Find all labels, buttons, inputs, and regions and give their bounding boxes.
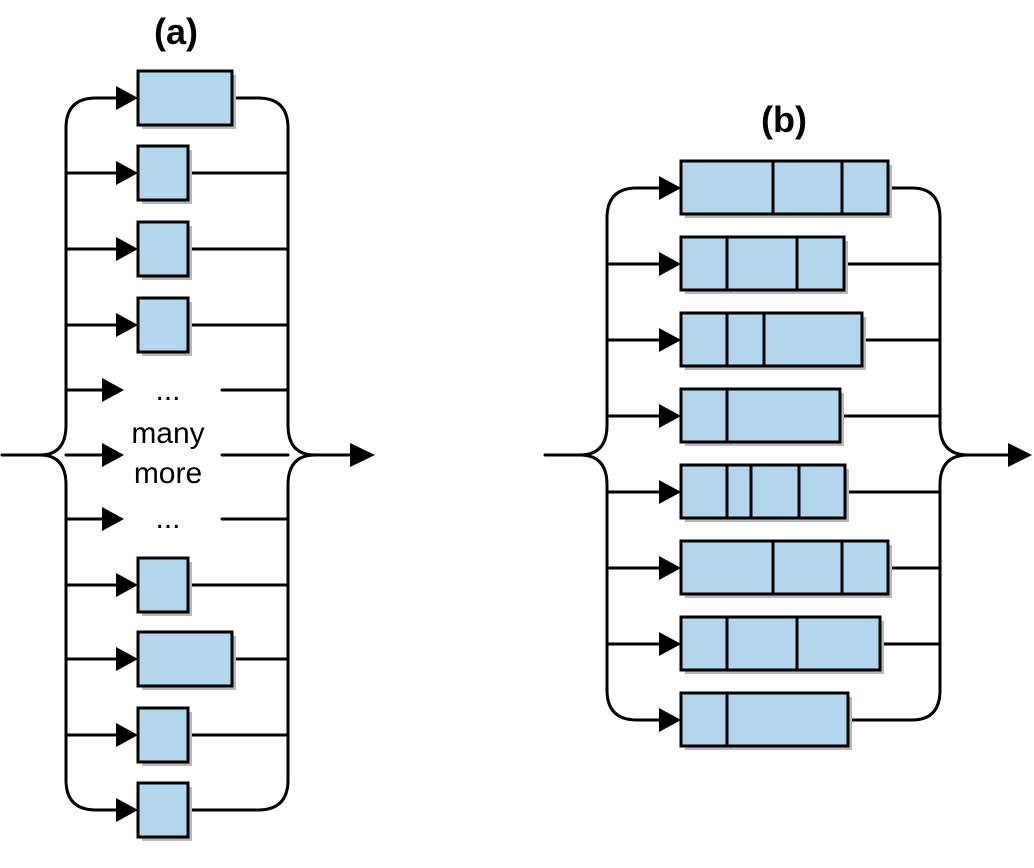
arrow-a-dots-bottom	[102, 507, 124, 531]
box-a-8	[136, 781, 192, 841]
panel-b-label: (b)	[761, 99, 807, 140]
panel-a-output-arrow	[350, 443, 375, 467]
record-b-7	[679, 615, 884, 674]
arrow-b-7	[659, 632, 681, 656]
arrow-a-8	[116, 798, 138, 822]
panel-b-records	[679, 159, 892, 750]
panel-b-right-brace	[846, 186, 1012, 722]
panel-a-label: (a)	[154, 11, 198, 52]
box-a-3	[136, 220, 192, 280]
panel-a-branch-wires	[64, 86, 290, 822]
panel-a: (a)	[0, 11, 375, 841]
many-label: many	[131, 417, 204, 450]
box-a-6	[136, 630, 236, 690]
panel-b-branch-wires	[605, 176, 942, 732]
arrow-a-6	[116, 647, 138, 671]
arrow-a-7	[116, 723, 138, 747]
box-a-7	[136, 706, 192, 766]
record-b-4	[679, 387, 844, 446]
ellipsis-top: ...	[155, 374, 180, 407]
arrow-b-1	[659, 176, 681, 200]
arrow-b-6	[659, 556, 681, 580]
arrow-a-dots-top	[102, 378, 124, 402]
panel-b: (b)	[543, 99, 1032, 750]
panel-a-boxes	[136, 69, 236, 841]
arrow-b-5	[659, 480, 681, 504]
arrow-a-2	[116, 161, 138, 185]
arrow-b-8	[659, 708, 681, 732]
box-a-2	[136, 144, 192, 204]
record-b-5	[679, 463, 849, 522]
arrow-b-3	[659, 328, 681, 352]
record-b-2	[679, 235, 848, 294]
panel-a-right-brace	[186, 96, 352, 812]
panel-b-left-brace	[543, 186, 662, 722]
box-a-1	[136, 69, 236, 129]
record-b-3	[679, 311, 866, 370]
record-b-6	[679, 539, 892, 598]
record-b-1	[679, 159, 892, 218]
record-b-8	[679, 691, 852, 750]
arrow-a-5	[116, 573, 138, 597]
arrow-a-3	[116, 237, 138, 261]
more-label: more	[134, 457, 202, 490]
arrow-a-1	[116, 86, 138, 110]
ellipsis-bottom: ...	[155, 502, 180, 535]
arrow-a-many	[102, 443, 124, 467]
panel-b-output-arrow	[1008, 443, 1032, 467]
arrow-b-2	[659, 252, 681, 276]
box-a-4	[136, 296, 192, 356]
panel-a-left-brace	[0, 96, 122, 812]
arrow-a-4	[116, 313, 138, 337]
box-a-5	[136, 556, 192, 616]
arrow-b-4	[659, 404, 681, 428]
